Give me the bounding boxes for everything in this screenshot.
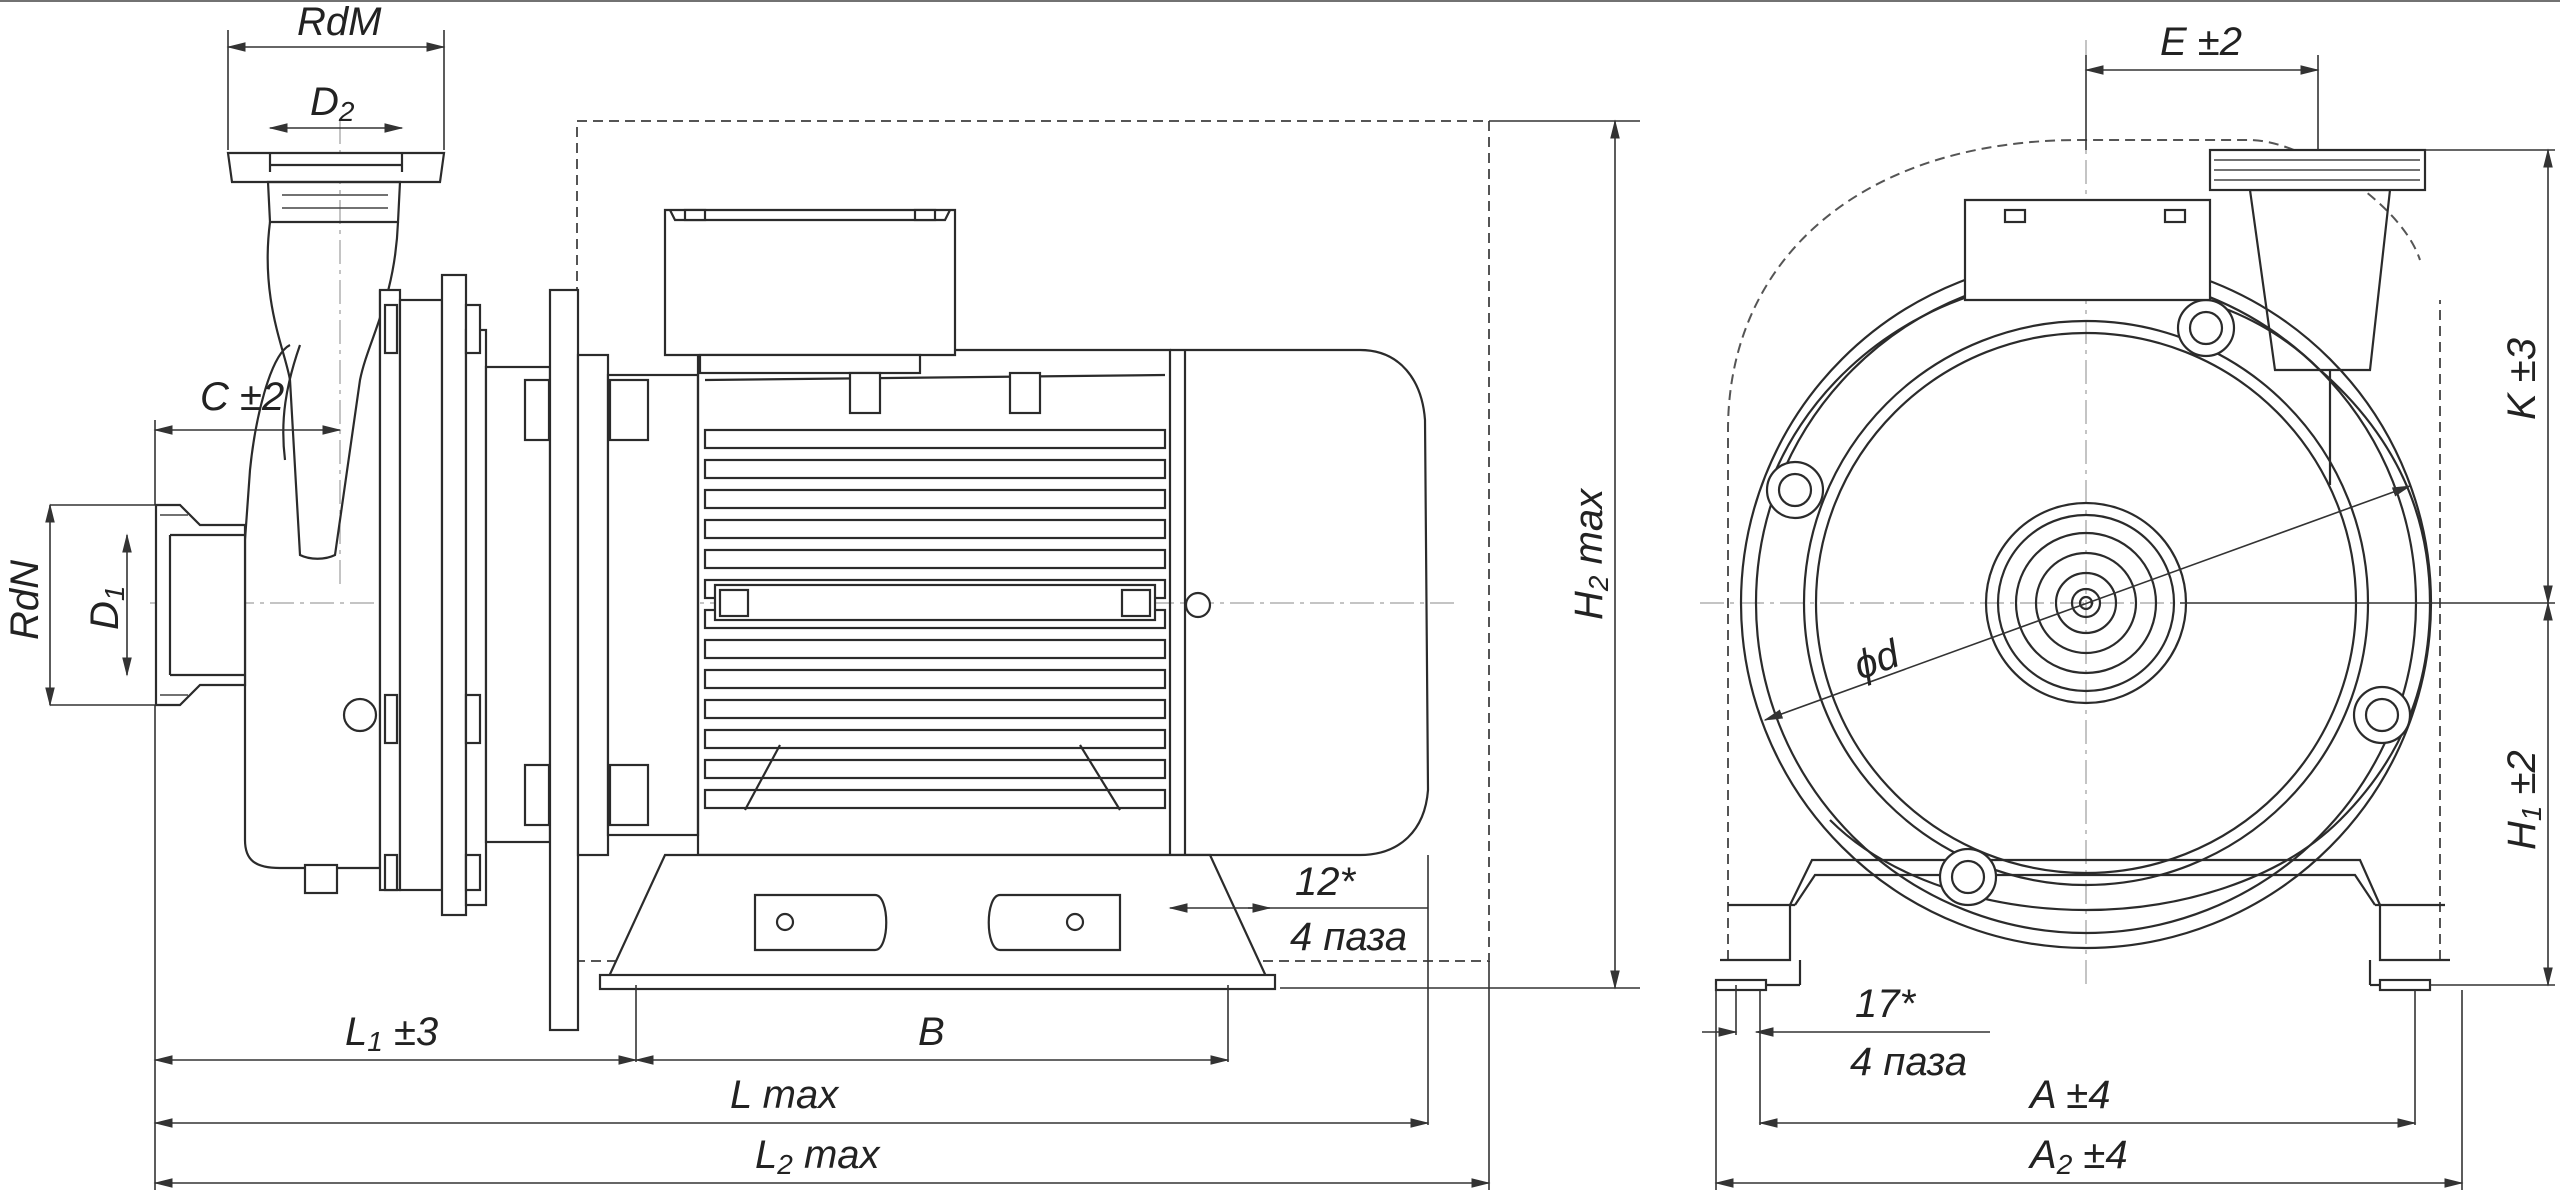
- dim-l1-label: L1 ±3: [345, 1010, 438, 1057]
- terminal-box: [663, 208, 1042, 415]
- dim-e-label: E ±2: [2160, 20, 2242, 64]
- dim-a-label: A ±4: [2028, 1073, 2111, 1117]
- side-dimensions: E ±2 K ±3 H1 ±2 ϕd 17* 4 паза A ±4: [1702, 20, 2555, 1190]
- dim-k-label: K ±3: [2500, 338, 2544, 420]
- dim-d1-label: D1: [83, 586, 130, 630]
- side-terminal-and-outlet: [1963, 148, 2427, 485]
- side-slot-size-label: 17*: [1855, 982, 1916, 1026]
- front-slot-size-label: 12*: [1295, 860, 1356, 904]
- front-view: RdM D2 C ±2 RdN D1 H2 max 12* 4: [3, 0, 1640, 1190]
- front-dimensions: RdM D2 C ±2 RdN D1 H2 max 12* 4: [3, 0, 1640, 1190]
- side-view: E ±2 K ±3 H1 ±2 ϕd 17* 4 паза A ±4: [1700, 20, 2555, 1190]
- pump-flanges: [303, 273, 700, 1032]
- outlet-flange: [226, 151, 446, 560]
- dim-rdm-label: RdM: [297, 0, 382, 44]
- side-slot-count-label: 4 паза: [1850, 1040, 1967, 1084]
- dim-h1-label: H1 ±2: [2500, 750, 2547, 850]
- side-feet: [1714, 858, 2450, 992]
- dim-l-label: L max: [730, 1073, 840, 1117]
- inlet-connection: [154, 503, 247, 707]
- dim-a2-label: A2 ±4: [2028, 1133, 2128, 1180]
- dim-phi-d-label: ϕd: [1848, 631, 1907, 688]
- volute-casing: [243, 290, 382, 870]
- dim-c-label: C ±2: [200, 375, 284, 419]
- dim-d2-label: D2: [310, 80, 355, 127]
- dim-h2-label: H2 max: [1567, 487, 1614, 620]
- dim-l2-label: L2 max: [755, 1133, 882, 1180]
- electric-motor: [598, 208, 1430, 991]
- dim-b-label: B: [918, 1010, 945, 1054]
- dim-rdn-label: RdN: [3, 560, 47, 640]
- front-slot-count-label: 4 паза: [1290, 915, 1407, 959]
